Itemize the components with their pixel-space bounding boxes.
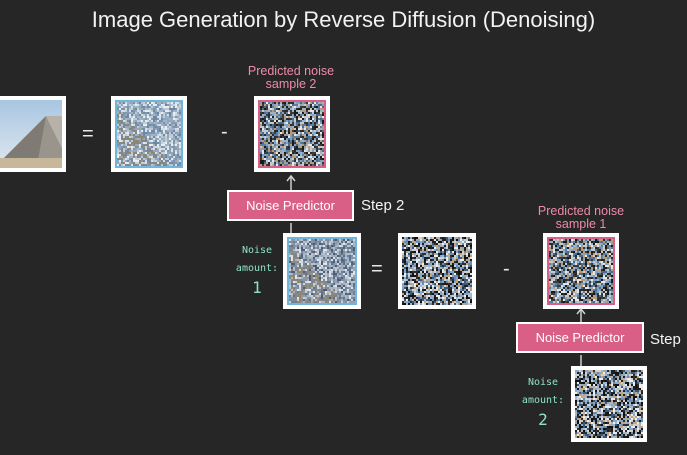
noise-amount-1-label: Noise amount: 1	[235, 245, 279, 297]
predicted-noise-sample-2-label: Predicted noise sample 2	[247, 64, 335, 91]
arrow-up-icon	[286, 174, 296, 190]
denoised-image	[111, 96, 187, 172]
arrow-up-icon	[576, 307, 586, 323]
step-1-label: Step	[650, 331, 681, 348]
noisy-image-step-1-result	[398, 233, 476, 309]
pyramid-photo	[0, 100, 62, 168]
diagram-title: Image Generation by Reverse Diffusion (D…	[91, 7, 596, 32]
predicted-noise-sample-1-label: Predicted noise sample 1	[537, 204, 625, 231]
noisy-image-step-1	[571, 366, 647, 442]
minus-operator-top: -	[221, 121, 228, 143]
equals-operator-top: =	[82, 123, 94, 145]
noise-sample-2	[254, 96, 330, 172]
output-image-pyramid	[0, 96, 66, 172]
noise-predictor-step-1: Noise Predictor	[516, 322, 644, 353]
noise-amount-2-label: Noise amount: 2	[521, 377, 565, 429]
arrow-up-icon	[580, 355, 582, 367]
equals-operator-middle: =	[371, 258, 383, 280]
noisy-image-step-2	[283, 233, 361, 309]
step-2-label: Step 2	[361, 197, 405, 214]
minus-operator-middle: -	[503, 258, 510, 280]
noise-sample-1	[543, 233, 619, 309]
noise-predictor-step-2: Noise Predictor	[227, 190, 354, 221]
